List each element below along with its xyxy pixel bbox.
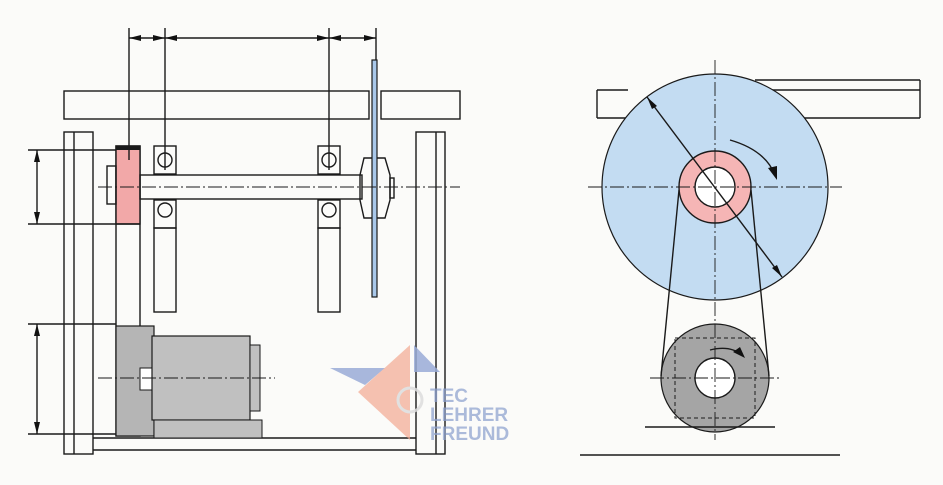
frame-right — [415, 131, 446, 455]
front-view — [580, 60, 921, 456]
table-board-right — [380, 90, 461, 120]
bearing-left — [153, 145, 177, 313]
table-left — [596, 89, 630, 119]
logo: TEC LEHRER FREUND — [330, 345, 509, 445]
drive-pulley — [115, 145, 141, 225]
dimension-lines — [28, 28, 377, 435]
belt-left — [660, 189, 680, 377]
frame-left — [63, 131, 94, 455]
logo-text-lehrer: LEHRER — [430, 405, 508, 426]
table-board-left — [63, 90, 370, 120]
logo-text-tec: TEC — [430, 386, 468, 407]
side-view — [28, 28, 461, 455]
belt-right — [750, 189, 770, 377]
table-right — [755, 79, 921, 119]
bearing-right — [317, 145, 341, 313]
blade-flange — [359, 157, 391, 219]
logo-text-freund: FREUND — [430, 424, 509, 445]
motor-base — [153, 419, 263, 439]
saw-blade — [371, 59, 378, 298]
